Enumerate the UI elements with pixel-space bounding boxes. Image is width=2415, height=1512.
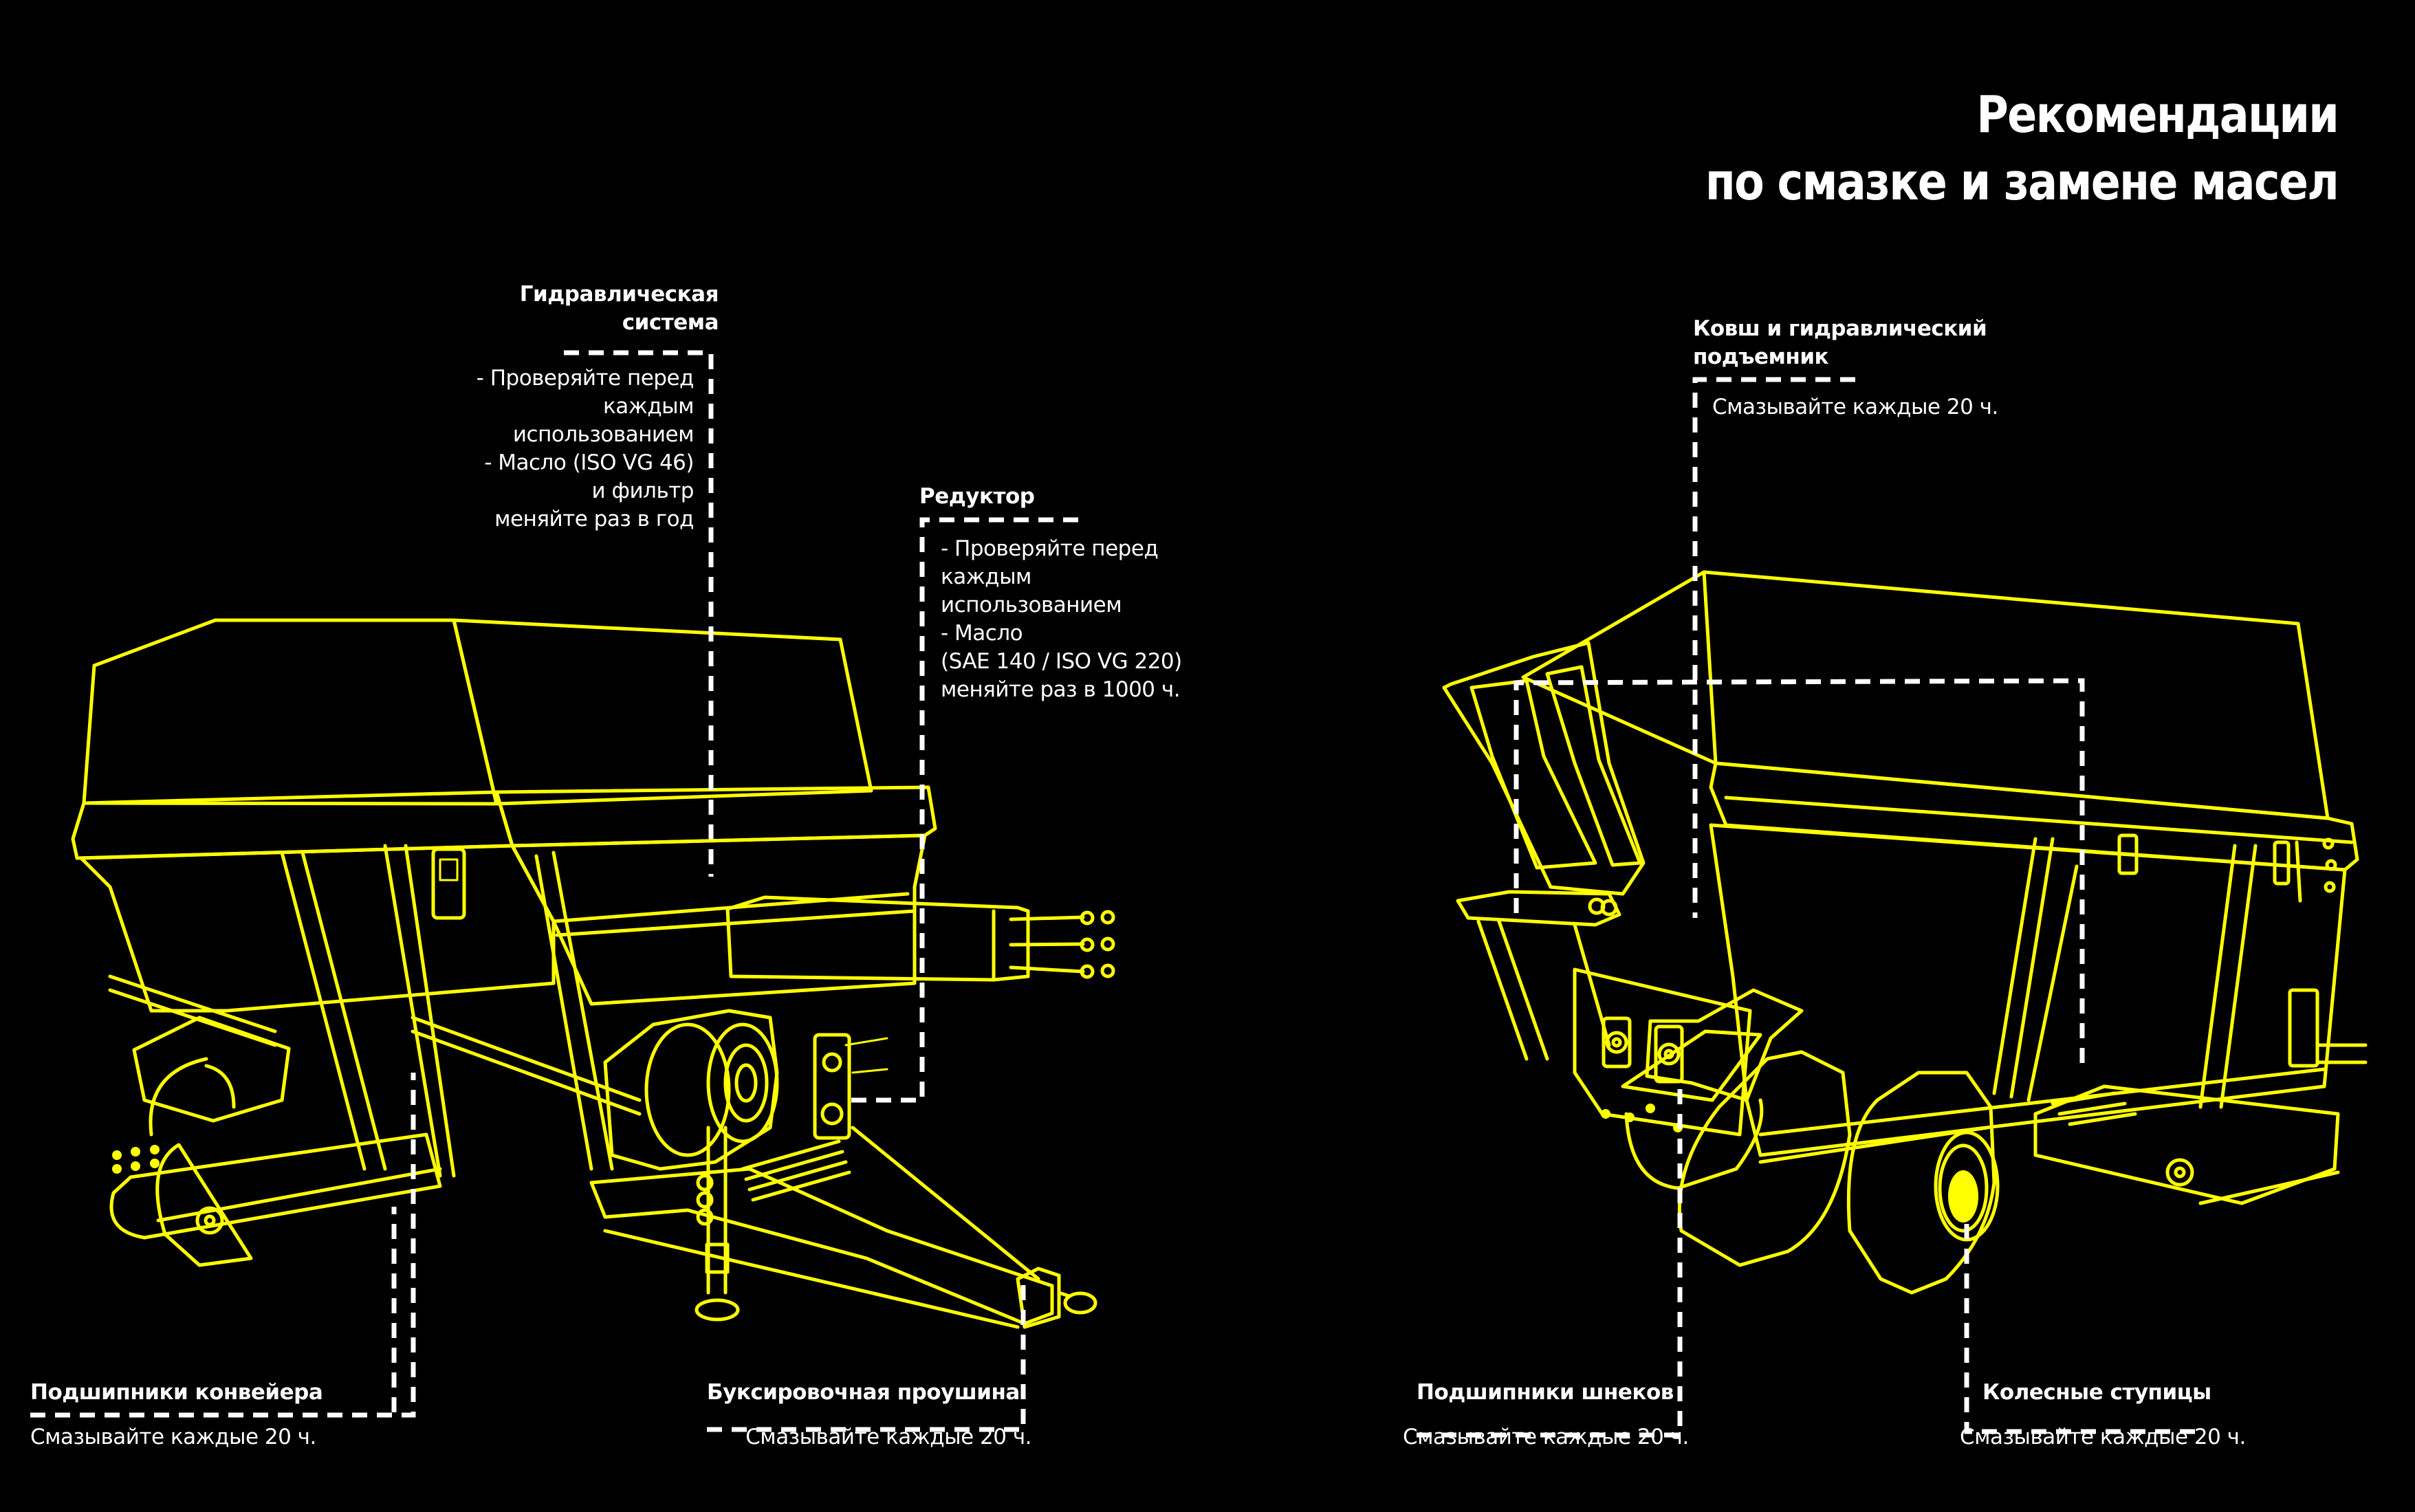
leader-conveyor-bearings bbox=[30, 1073, 416, 1418]
frame-struts-rear bbox=[1992, 833, 2302, 1109]
body-line: - Масло bbox=[941, 621, 1023, 646]
leader-bucket-lift-box bbox=[1514, 678, 2085, 1073]
page-title: Рекомендации по смазке и замене масел bbox=[1705, 81, 2339, 216]
body-line: каждым bbox=[941, 565, 1031, 589]
callout-gearbox-body: - Проверяйте перед каждым использованием… bbox=[941, 535, 1182, 704]
title-line-2: по смазке и замене масел bbox=[1705, 153, 2339, 212]
body-line: и фильтр bbox=[591, 479, 695, 503]
hopper-ledge-rear-2 bbox=[1758, 1126, 1989, 1164]
hitch-box bbox=[725, 895, 1030, 982]
hopper-lid-edge bbox=[1702, 570, 1718, 765]
wheel-rear-left bbox=[1624, 1098, 1764, 1190]
callout-hydraulic-system-heading: Гидравлическая система bbox=[520, 281, 719, 337]
drawbar bbox=[589, 1126, 1097, 1329]
hopper-lid-left bbox=[82, 618, 499, 806]
hopper-rim-line bbox=[1724, 796, 2354, 844]
conveyor bbox=[109, 1132, 442, 1240]
callout-gearbox-heading: Редуктор bbox=[919, 484, 1035, 509]
callout-conveyor-bearings-heading: Подшипники конвейера bbox=[30, 1380, 323, 1405]
callout-tow-eye-heading: Буксировочная проушина bbox=[707, 1380, 1020, 1405]
body-line: меняйте раз в 1000 ч. bbox=[941, 677, 1181, 702]
body-line: каждым bbox=[603, 394, 694, 419]
hydraulic-couplers bbox=[1009, 910, 1115, 979]
hopper-body-rear bbox=[1709, 823, 2347, 1157]
tire-rear bbox=[1846, 1071, 1996, 1295]
hopper-rim-rear bbox=[1709, 761, 2359, 872]
body-line: (SAE 140 / ISO VG 220) bbox=[941, 649, 1182, 674]
wheel-hub bbox=[1934, 1130, 2000, 1242]
heading-line: Ковш и гидравлический bbox=[1693, 316, 1987, 341]
callout-wheel-hubs-body: Смазывайте каждые 20 ч. bbox=[1960, 1425, 2246, 1449]
heading-line: Гидравлическая bbox=[519, 282, 719, 307]
leader-hydraulic-system bbox=[564, 350, 714, 877]
hopper-ledge-2 bbox=[555, 909, 917, 937]
callout-bucket-lift-heading: Ковш и гидравлический подъемник bbox=[1693, 315, 1987, 371]
hopper-lid-rear bbox=[1521, 570, 2330, 820]
axle-bracket bbox=[1621, 1029, 1762, 1102]
callout-auger-bearings-heading: Подшипники шнеков bbox=[1417, 1380, 1674, 1405]
fender bbox=[132, 1016, 291, 1123]
auger-bearing-panel bbox=[1573, 967, 1752, 1137]
body-line: использованием bbox=[512, 422, 695, 447]
hopper-lid-right bbox=[452, 618, 873, 806]
hopper-rim-right bbox=[494, 785, 937, 848]
rear-conveyor bbox=[2033, 1084, 2340, 1205]
leader-lines bbox=[30, 350, 2197, 1438]
body-line: - Проверяйте перед bbox=[941, 536, 1159, 561]
jack-stand bbox=[695, 1126, 740, 1322]
leader-auger-bearings bbox=[1417, 1083, 1683, 1438]
control-screen bbox=[439, 858, 459, 881]
callout-bucket-lift-body: Смазывайте каждые 20 ч. bbox=[1712, 395, 1998, 419]
grain-cart-front-view bbox=[71, 618, 1115, 1329]
body-line: - Проверяйте перед bbox=[476, 366, 695, 391]
wheel-left bbox=[149, 1057, 253, 1267]
hopper-ledge-rear bbox=[1758, 1067, 2326, 1137]
body-line: использованием bbox=[941, 593, 1122, 617]
frame-struts bbox=[108, 844, 642, 1178]
callout-auger-bearings-body: Смазывайте каждые 20 ч. bbox=[1403, 1425, 1689, 1449]
body-line: меняйте раз в год bbox=[494, 507, 694, 532]
leader-bucket-lift bbox=[1692, 377, 1855, 918]
callout-wheel-hubs-heading: Колесные ступицы bbox=[1982, 1380, 2211, 1405]
callout-tow-eye-body: Смазывайте каждые 20 ч. bbox=[745, 1425, 1031, 1449]
callout-conveyor-bearings-body: Смазывайте каждые 20 ч. bbox=[30, 1425, 316, 1449]
heading-line: подъемник bbox=[1693, 344, 1829, 369]
auger-spout bbox=[1442, 641, 1646, 1061]
body-line: - Масло (ISO VG 46) bbox=[484, 450, 694, 475]
leader-wheel-hubs bbox=[1964, 1224, 2197, 1434]
leader-tow-eye bbox=[707, 1278, 1026, 1432]
gearbox-drive bbox=[603, 1009, 888, 1171]
wheel-rear-big bbox=[1677, 1050, 1852, 1267]
leader-gearbox bbox=[846, 517, 1078, 1103]
rear-hitch-details bbox=[2288, 837, 2368, 1068]
control-box bbox=[431, 847, 466, 920]
callout-hydraulic-system-body: - Проверяйте перед каждым использованием… bbox=[476, 364, 695, 534]
grain-cart-rear-view bbox=[1442, 570, 2368, 1295]
title-line-1: Рекомендации bbox=[1976, 85, 2339, 144]
fender-rear bbox=[1645, 988, 1804, 1102]
heading-line: система bbox=[622, 310, 719, 335]
